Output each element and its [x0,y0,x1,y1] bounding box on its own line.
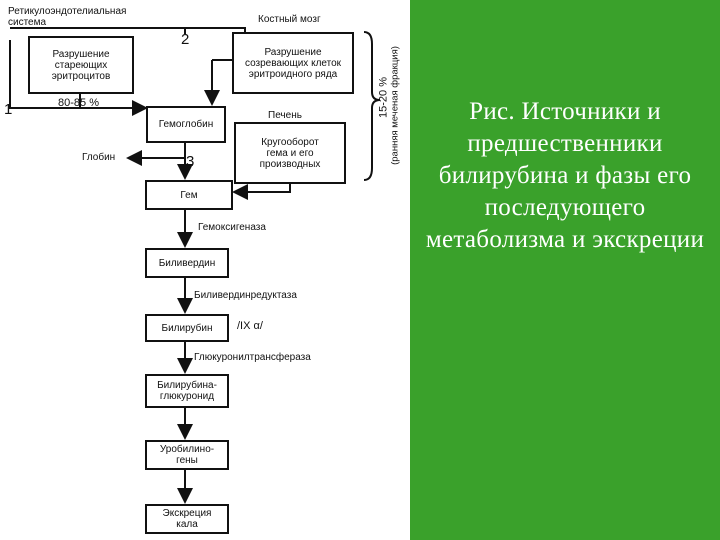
early-labeled-fraction: (ранняя меченая фракция) [389,46,401,165]
box-biliverdin: Биливердин [145,248,229,278]
enzyme-biliverdin-reductase: Биливердинредуктаза [194,290,297,301]
right-bracket [363,31,381,181]
liver-label: Печень [268,110,302,121]
box-bilirubin-glucuronide: Билирубина- глюкуронид [145,374,229,408]
enzyme-glucuronyltransferase: Глюкуронилтрансфераза [194,352,311,363]
isomer-label: /IX α/ [237,320,263,332]
percent-early: 15-20 % [377,77,390,118]
arrow-turnover-to-heme [232,184,291,200]
box-fecal-excretion: Экскреция кала [145,504,229,534]
diagram-area: Ретикулоэндотелиальная система Костный м… [4,6,401,534]
box-heme: Гем [145,180,233,210]
arrow-to-globin [126,143,186,166]
caption-panel [410,0,720,540]
figure-caption: Рис. Источники и предшественники билируб… [425,98,705,253]
enzyme-heme-oxygenase: Гемоксигеназа [198,222,266,233]
marker-2: 2 [181,31,190,48]
connector-top [10,27,246,32]
box-urobilinogens: Уробилино- гены [145,440,229,470]
globin-label: Глобин [82,152,116,163]
marker-1: 1 [4,101,13,118]
box-bilirubin: Билирубин [145,314,229,342]
box-rbc-destruction: Разрушение стареющих эритроцитов [28,36,134,94]
box-marrow-destruction: Разрушение созревающих клеток эритроидно… [232,32,354,94]
bone-marrow-label: Костный мозг [258,14,321,25]
box-heme-turnover: Кругооборот гема и его производных [234,122,346,184]
box-hemoglobin: Гемоглобин [146,106,226,143]
connector-lines [9,27,381,504]
res-system-label: Ретикулоэндотелиальная система [8,6,127,28]
marker-3: 3 [186,153,195,170]
percent-main: 80-85 % [58,97,99,109]
